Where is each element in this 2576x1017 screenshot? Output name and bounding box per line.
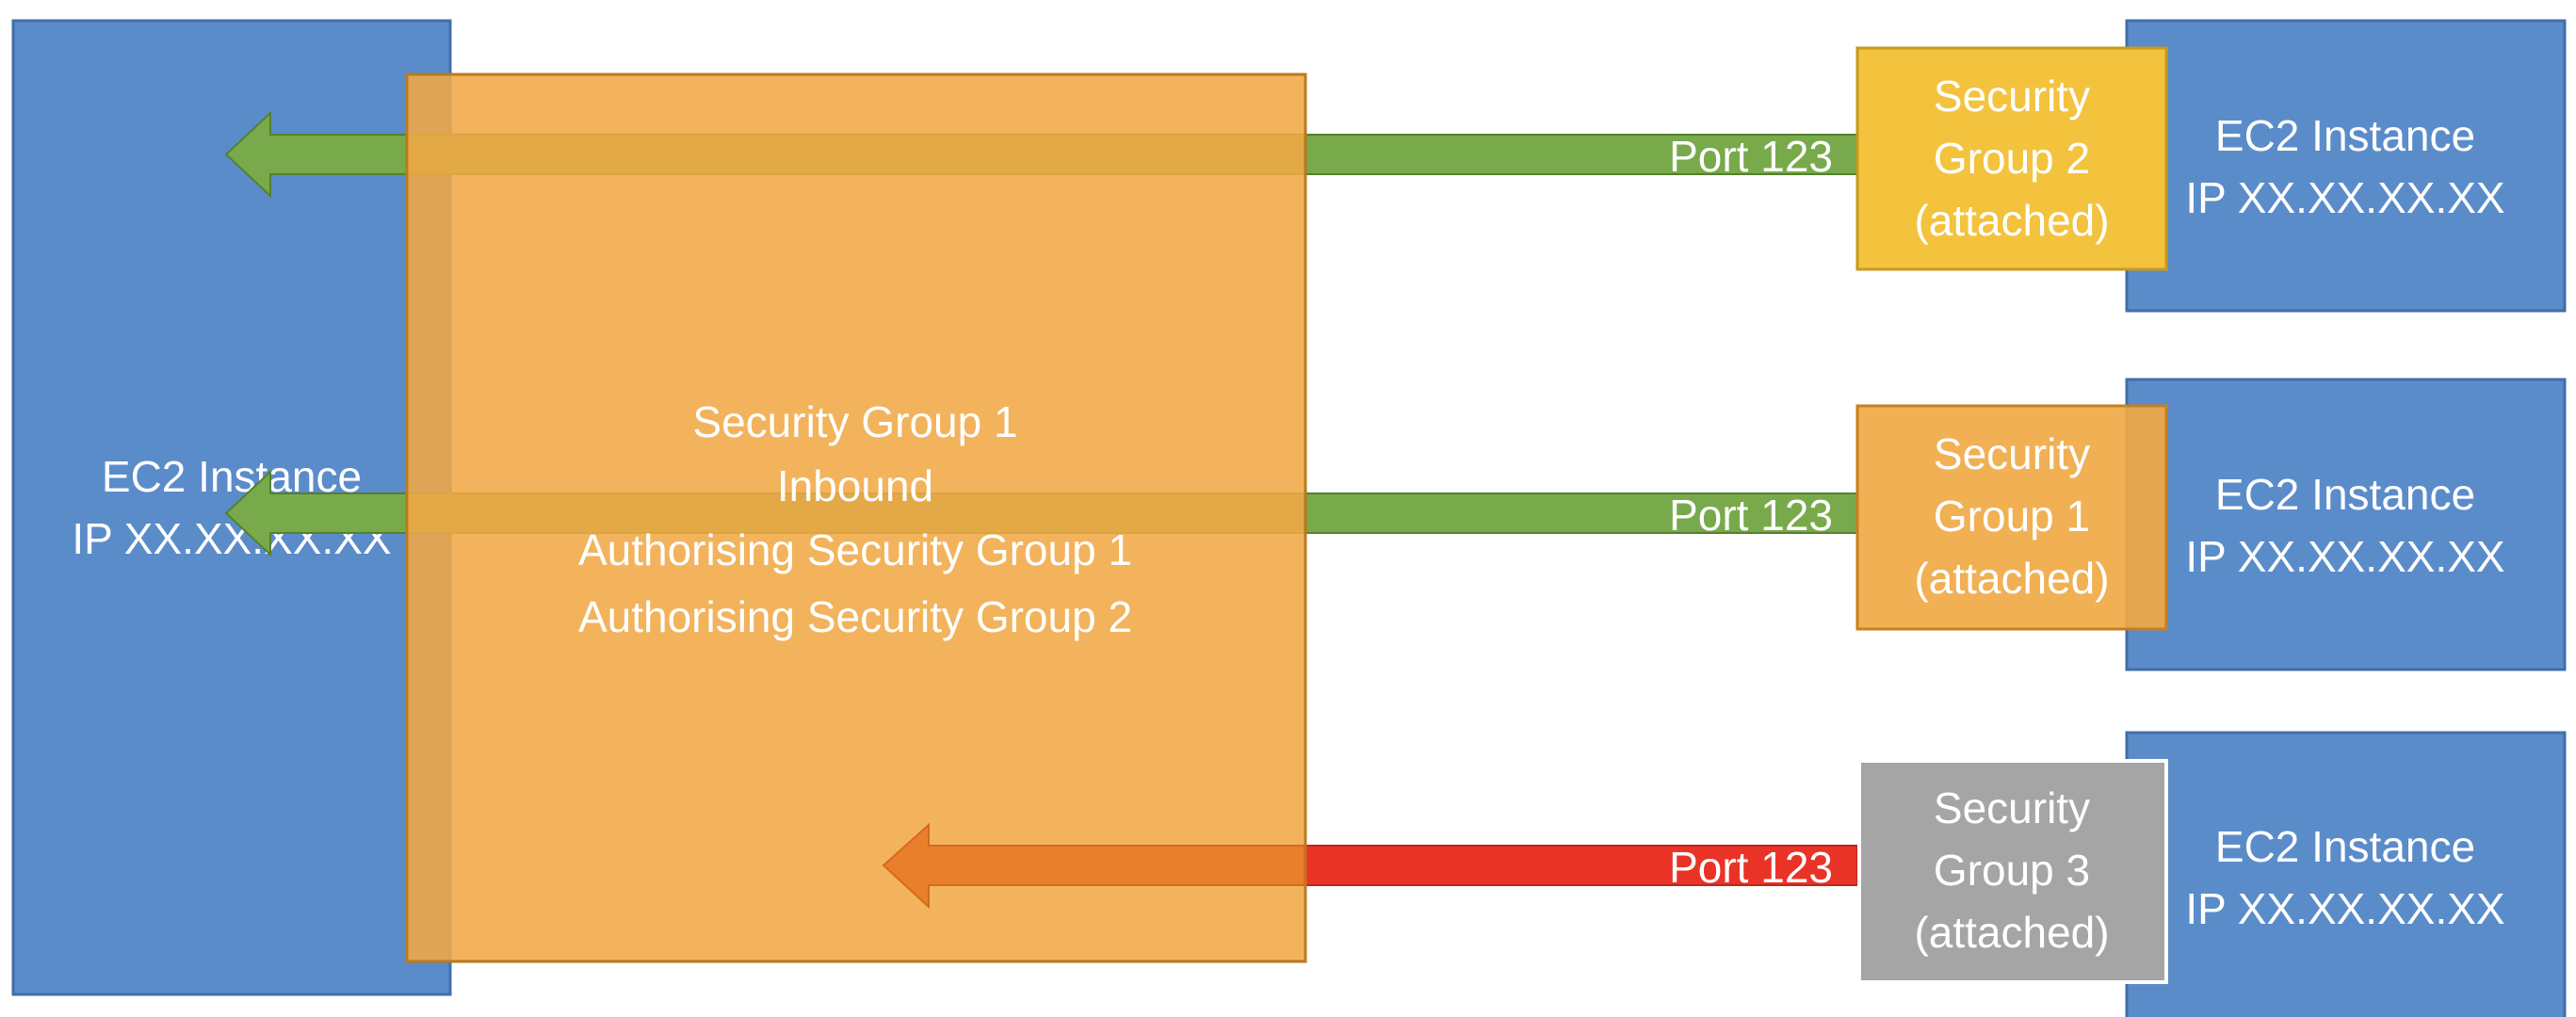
attached-security-group-1-box — [1855, 404, 2168, 631]
attached-security-group-1: Security Group 1 (attached) — [1855, 404, 2168, 631]
attached-security-group-3-line-1: Security — [1934, 783, 2090, 832]
right-ec2-instance-3-ip: IP XX.XX.XX.XX — [2185, 884, 2504, 933]
right-ec2-instance-3: EC2 Instance IP XX.XX.XX.XX — [2125, 731, 2567, 1017]
attached-security-group-2-line-1: Security — [1934, 72, 2090, 121]
attached-security-group-3-line-2: Group 3 — [1934, 846, 2090, 895]
attached-security-group-1-line-2: Group 1 — [1934, 492, 2090, 541]
right-ec2-instance-2-name: EC2 Instance — [2215, 470, 2475, 519]
connection-1: Port 123 — [1304, 132, 1858, 181]
main-security-group-rule-1: Authorising Security Group 1 — [578, 525, 1132, 574]
right-ec2-instance-1-ip: IP XX.XX.XX.XX — [2185, 173, 2504, 222]
right-ec2-instance-1-box — [2125, 19, 2567, 313]
connection-3-port-label: Port 123 — [1669, 843, 1833, 892]
attached-security-group-2-box — [1855, 46, 2168, 271]
attached-security-group-1-line-3: (attached) — [1914, 554, 2109, 603]
right-ec2-instance-2-ip: IP XX.XX.XX.XX — [2185, 532, 2504, 581]
right-ec2-instance-1: EC2 Instance IP XX.XX.XX.XX — [2125, 19, 2567, 313]
connection-2: Port 123 — [1304, 491, 1858, 540]
right-ec2-instance-2: EC2 Instance IP XX.XX.XX.XX — [2125, 378, 2567, 671]
attached-security-group-2-line-3: (attached) — [1914, 196, 2109, 245]
main-security-group-title: Security Group 1 — [692, 397, 1017, 446]
attached-security-group-3: Security Group 3 (attached) — [1857, 759, 2168, 984]
main-security-group-direction: Inbound — [777, 461, 933, 510]
main-security-group-rule-2: Authorising Security Group 2 — [578, 592, 1132, 641]
main-security-group: Security Group 1 Inbound Authorising Sec… — [405, 73, 1307, 963]
right-ec2-instance-2-box — [2125, 378, 2567, 671]
connection-2-port-label: Port 123 — [1669, 491, 1833, 540]
right-ec2-instance-3-box — [2125, 731, 2567, 1017]
main-security-group-box — [405, 73, 1307, 963]
connection-1-port-label: Port 123 — [1669, 132, 1833, 181]
attached-security-group-2: Security Group 2 (attached) — [1855, 46, 2168, 271]
right-ec2-instance-1-name: EC2 Instance — [2215, 111, 2475, 160]
connection-3-bar — [1304, 845, 1858, 886]
connection-3: Port 123 — [1304, 843, 1858, 892]
attached-security-group-2-line-2: Group 2 — [1934, 134, 2090, 183]
attached-security-group-3-line-3: (attached) — [1914, 908, 2109, 957]
attached-security-group-1-line-1: Security — [1934, 429, 2090, 478]
right-ec2-instance-3-name: EC2 Instance — [2215, 822, 2475, 871]
connection-3-arrow — [882, 822, 1305, 910]
attached-security-group-3-box — [1857, 759, 2168, 984]
